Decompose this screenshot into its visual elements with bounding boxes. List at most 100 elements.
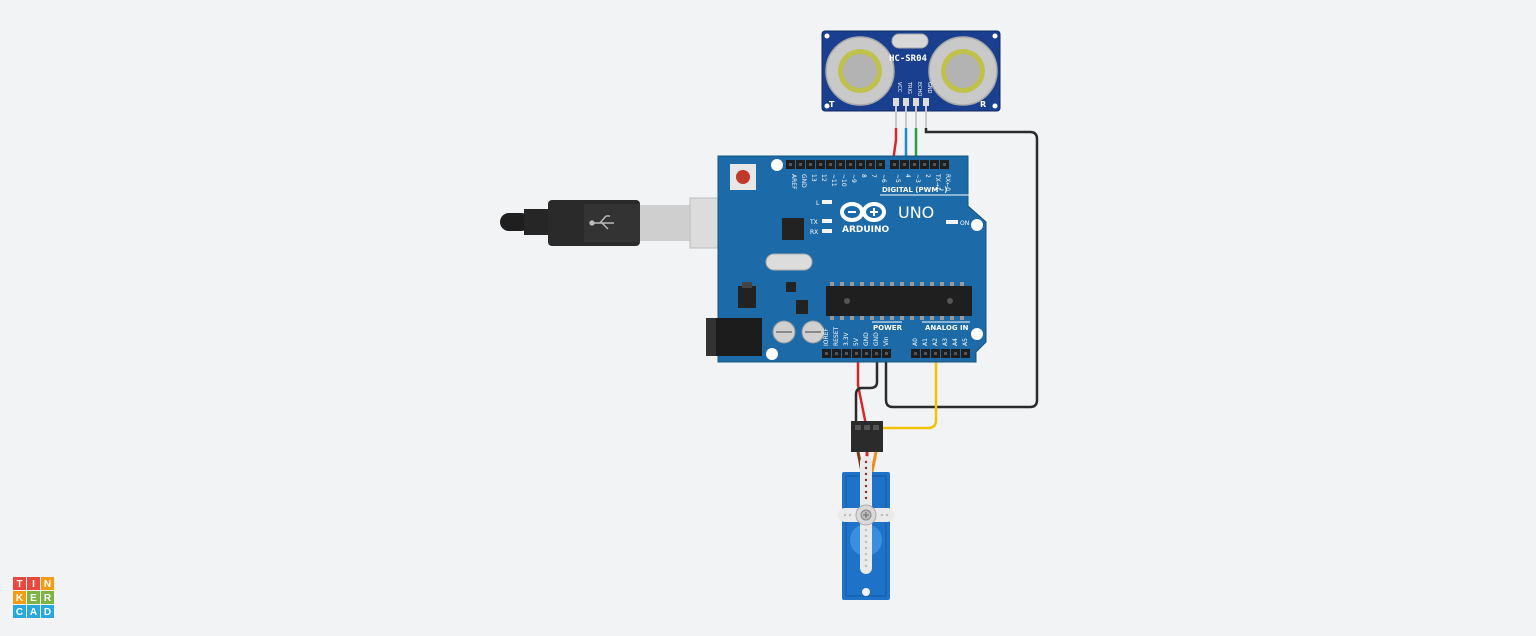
analog-pin[interactable] [931,349,940,358]
sensor-pin[interactable] [923,98,929,128]
digital-pin[interactable] [796,160,805,169]
atmega-chip [826,282,972,320]
digital-pin-label: GND [800,174,807,188]
sensor-crystal [891,33,929,49]
digital-header[interactable] [786,160,949,169]
sensor-pin[interactable] [903,98,909,128]
digital-pin-label: 2 [924,174,931,178]
digital-pin[interactable] [826,160,835,169]
svg-text:K: K [16,593,24,604]
digital-pin[interactable] [846,160,855,169]
mount-hole [971,219,983,231]
digital-pin[interactable] [940,160,949,169]
reset-button[interactable] [730,164,756,190]
analog-header[interactable] [911,349,970,358]
logo-letter: D [41,605,54,618]
digital-pin-label: ~10 [840,174,847,187]
power-pin[interactable] [872,349,881,358]
power-pin-label: 5V [853,337,860,346]
digital-pin[interactable] [806,160,815,169]
analog-pin[interactable] [941,349,950,358]
digital-pin-label: 12 [820,174,827,182]
svg-text:E: E [30,593,37,604]
sensor-pin[interactable] [893,98,899,128]
analog-label: ANALOG IN [925,324,969,332]
wire-servo-power[interactable] [856,352,868,426]
power-pin[interactable] [852,349,861,358]
digital-pin[interactable] [930,160,939,169]
digital-pin-label: AREF [790,174,797,190]
digital-pin-label: 13 [810,174,817,182]
power-pin[interactable] [842,349,851,358]
analog-pin-label: A0 [912,338,919,346]
mount-hole [971,328,983,340]
usb-chip [782,218,804,240]
small-chip [786,282,796,292]
led-l [822,200,832,204]
digital-pin-label: ~9 [850,174,857,183]
digital-pin[interactable] [786,160,795,169]
power-pin-label: GND [873,332,880,346]
wire-gnd-sensor[interactable] [884,128,1039,409]
power-pin[interactable] [882,349,891,358]
logo-letter: E [27,591,40,604]
digital-pin-label: ~5 [894,174,901,183]
power-pin-label: RESET [833,326,840,346]
power-header[interactable] [822,349,891,358]
voltage-regulator [738,286,756,308]
wire-servo-signal[interactable] [880,165,938,430]
logo-letter: R [41,591,54,604]
logo-letter: C [13,605,26,618]
digital-pin[interactable] [836,160,845,169]
power-pin[interactable] [862,349,871,358]
analog-pin[interactable] [921,349,930,358]
analog-pin[interactable] [961,349,970,358]
servo-motor[interactable] [838,421,894,600]
digital-pin[interactable] [856,160,865,169]
digital-pin-label: TX→1 [934,173,941,191]
digital-pin-label: ~11 [830,174,837,187]
arduino-brand: ARDUINO [842,225,890,235]
svg-text:D: D [44,607,51,618]
power-pin[interactable] [832,349,841,358]
analog-pin-label: A1 [922,338,929,346]
led-tx [822,219,832,223]
svg-text:I: I [32,579,35,590]
digital-pin[interactable] [910,160,919,169]
sensor-pin[interactable] [913,98,919,128]
power-jack [706,318,762,356]
power-pin-label: IOREF [823,328,830,346]
digital-pin[interactable] [876,160,885,169]
digital-pin[interactable] [920,160,929,169]
transmitter-transducer [825,36,895,106]
sensor-label-r: R [980,100,986,109]
digital-pin-label: 4 [904,174,911,178]
digital-pin[interactable] [890,160,899,169]
logo-letter: I [27,577,40,590]
svg-text:A: A [30,607,37,618]
analog-pin[interactable] [911,349,920,358]
analog-pin-label: A4 [952,338,959,346]
analog-pin-label: A3 [942,338,949,346]
arduino-model: UNO [898,203,934,222]
digital-pin[interactable] [866,160,875,169]
digital-pin[interactable] [900,160,909,169]
servo-horn[interactable] [838,456,894,574]
led-rx [822,229,832,233]
sensor-model: HC-SR04 [889,54,928,64]
led-on [946,220,958,224]
sensor-pin-label: TRIG [906,81,912,94]
wire-servo-gnd[interactable] [854,352,879,425]
sensor-pin-label: GND [926,82,932,94]
digital-pin[interactable] [816,160,825,169]
power-pin[interactable] [822,349,831,358]
logo-letter: A [27,605,40,618]
sensor-pin-label: VCC [896,82,902,93]
power-label: POWER [873,324,903,332]
analog-pin[interactable] [951,349,960,358]
